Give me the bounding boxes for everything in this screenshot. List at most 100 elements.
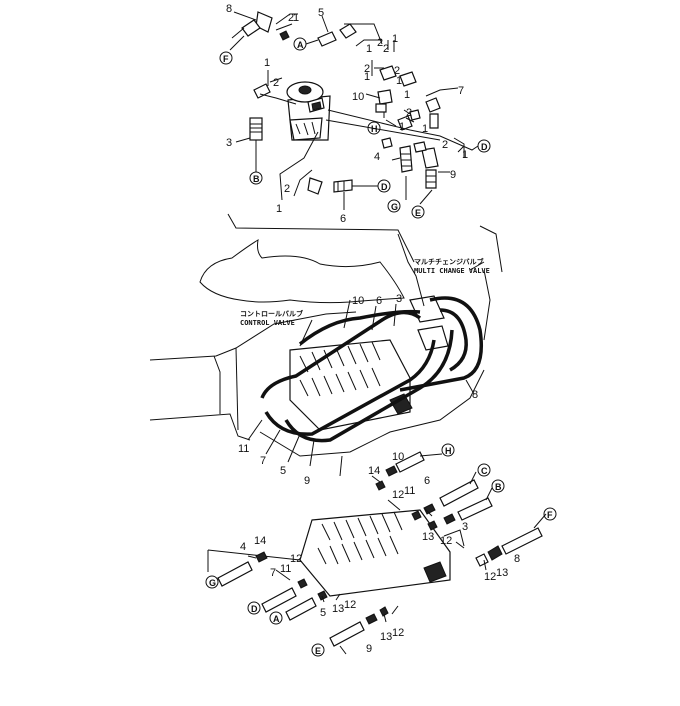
connection-marker-h: H xyxy=(367,121,381,135)
top-valve-assembly xyxy=(229,11,479,210)
caption-en: MULTI CHANGE VALVE xyxy=(414,267,490,275)
part-number: 1 xyxy=(366,43,372,55)
part-number: 8 xyxy=(472,389,478,401)
part-number: 2 xyxy=(288,12,294,24)
part-number: 3 xyxy=(396,293,402,305)
svg-text:B: B xyxy=(253,174,260,184)
connection-marker-g: G xyxy=(205,575,219,589)
caption-en: CONTROL VALVE xyxy=(240,319,295,327)
part-number: 10 xyxy=(352,295,364,307)
part-number: 5 xyxy=(320,607,326,619)
bottom-valve-assembly xyxy=(207,451,547,655)
top-part-labels: 8 2 1 5 2 1 1 2 1 2 2 1 2 1 1 10 7 2 1 1… xyxy=(226,3,468,225)
part-number: 3 xyxy=(462,521,468,533)
part-number: 2 xyxy=(383,43,389,55)
connection-marker-e: E xyxy=(311,643,325,657)
part-number: 7 xyxy=(458,85,464,97)
fitting-d xyxy=(261,578,308,613)
connection-marker-a: A xyxy=(293,37,307,51)
part-number: 12 xyxy=(392,489,404,501)
svg-text:C: C xyxy=(481,466,488,476)
part-number: 11 xyxy=(238,443,249,455)
connection-marker-e: E xyxy=(411,205,425,219)
caption-control-valve: コントロールバルブ CONTROL VALVE xyxy=(240,309,303,327)
connection-marker-b: B xyxy=(491,479,505,493)
caption-jp: マルチチェンジバルブ xyxy=(414,257,484,266)
part-number: 9 xyxy=(304,475,310,487)
part-number: 2 xyxy=(273,77,279,89)
part-number: 14 xyxy=(254,535,266,547)
svg-text:D: D xyxy=(481,142,488,152)
part-number: 2 xyxy=(394,65,400,77)
fitting-h xyxy=(375,451,425,491)
part-number: 1 xyxy=(264,57,270,69)
svg-text:F: F xyxy=(223,54,229,64)
svg-text:B: B xyxy=(495,482,502,492)
connection-marker-h: H xyxy=(441,443,455,457)
svg-text:E: E xyxy=(415,208,421,218)
part-number: 12 xyxy=(392,627,404,639)
part-number: 3 xyxy=(226,137,232,149)
part-number: 2 xyxy=(406,107,412,119)
part-number: 1 xyxy=(404,89,410,101)
svg-text:D: D xyxy=(381,182,388,192)
svg-text:A: A xyxy=(297,40,304,50)
part-number: 8 xyxy=(514,553,520,565)
bottom-connection-markers: H C B F G D A E xyxy=(205,443,557,657)
bottom-part-labels: 10 14 6 12 11 3 12 13 8 12 13 4 14 12 7 … xyxy=(240,451,520,655)
part-number: 1 xyxy=(276,203,282,215)
svg-text:H: H xyxy=(445,446,452,456)
svg-text:A: A xyxy=(273,614,280,624)
part-number: 11 xyxy=(280,563,291,575)
part-number: 5 xyxy=(318,7,324,19)
connection-marker-c: C xyxy=(477,463,491,477)
machine-overview xyxy=(149,213,503,477)
part-number: 1 xyxy=(462,149,468,161)
connection-marker-f: F xyxy=(219,51,233,65)
part-number: 1 xyxy=(422,123,428,135)
middle-part-labels: 10 6 3 8 11 7 5 9 xyxy=(238,293,478,487)
part-number: 6 xyxy=(340,213,346,225)
part-number: 12 xyxy=(440,535,452,547)
part-number: 6 xyxy=(376,295,382,307)
svg-text:G: G xyxy=(209,578,216,588)
part-number: 7 xyxy=(270,567,276,579)
svg-text:F: F xyxy=(547,510,553,520)
part-number: 7 xyxy=(260,455,266,467)
part-number: 8 xyxy=(226,3,232,15)
part-number: 13 xyxy=(496,567,508,579)
part-number: 2 xyxy=(377,37,383,49)
connection-marker-b: B xyxy=(249,171,263,185)
part-number: 1 xyxy=(293,12,299,24)
part-number: 9 xyxy=(450,169,456,181)
part-number: 12 xyxy=(484,571,496,583)
part-number: 6 xyxy=(424,475,430,487)
connection-marker-d: D xyxy=(377,179,391,193)
part-number: 1 xyxy=(364,71,370,83)
part-number: 5 xyxy=(280,465,286,477)
part-number: 1 xyxy=(396,75,402,87)
fitting-e xyxy=(329,606,389,647)
fitting-b xyxy=(427,497,493,531)
part-number: 4 xyxy=(374,151,380,163)
fitting-f xyxy=(475,527,543,567)
fitting-a xyxy=(285,590,328,621)
connection-marker-f: F xyxy=(543,507,557,521)
part-number: 11 xyxy=(404,485,415,497)
part-number: 12 xyxy=(344,599,356,611)
part-number: 13 xyxy=(422,531,434,543)
part-number: 14 xyxy=(368,465,380,477)
part-number: 13 xyxy=(332,603,344,615)
part-number: 9 xyxy=(366,643,372,655)
connection-marker-g: G xyxy=(387,199,401,213)
part-number: 13 xyxy=(380,631,392,643)
part-number: 10 xyxy=(392,451,404,463)
caption-multi-change-valve: マルチチェンジバルブ MULTI CHANGE VALVE xyxy=(414,257,490,275)
part-number: 10 xyxy=(352,91,364,103)
top-connection-markers: F A H D B D G E xyxy=(219,37,491,219)
connection-marker-d: D xyxy=(247,601,261,615)
fitting-c xyxy=(411,479,479,521)
svg-text:E: E xyxy=(315,646,321,656)
connection-marker-a: A xyxy=(269,611,283,625)
